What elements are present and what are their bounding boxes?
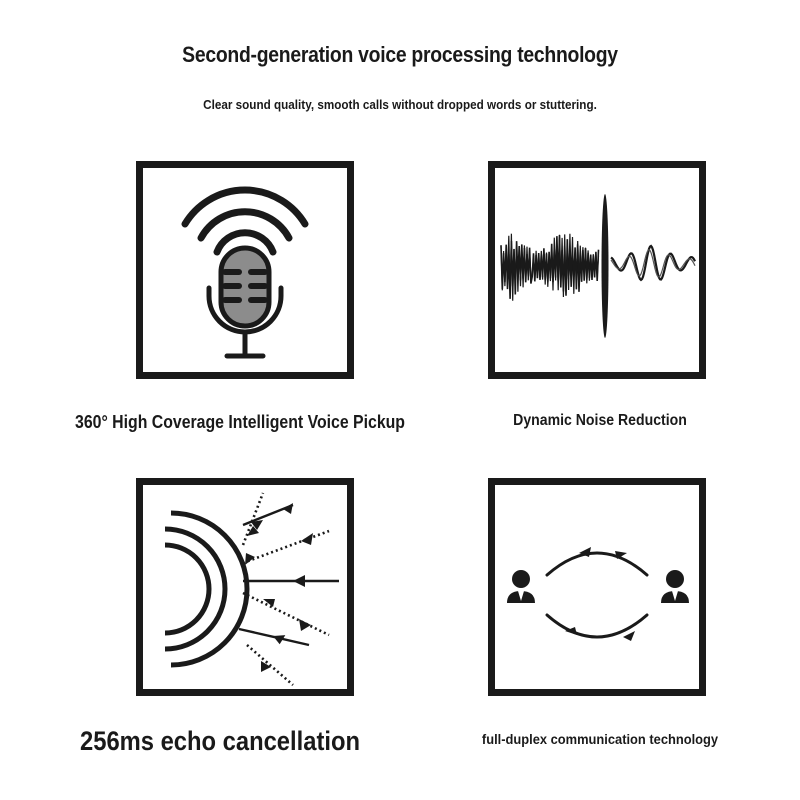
page-title: Second-generation voice processing techn… [182,42,618,67]
two-way-call-icon [507,547,689,641]
feature-panel-echo-cancellation [136,478,354,696]
feature-panel-voice-pickup [136,161,354,379]
feature-label-voice-pickup: 360° High Coverage Intelligent Voice Pic… [75,412,405,432]
feature-label-full-duplex: full-duplex communication technology [481,731,719,747]
feature-panel-noise-reduction [488,161,706,379]
echo-waves-icon [164,492,339,686]
feature-label-echo-cancellation: 256ms echo cancellation [80,726,360,756]
feature-panel-full-duplex [488,478,706,696]
person-right-icon [661,570,689,603]
feature-label-noise-reduction: Dynamic Noise Reduction [513,412,687,429]
person-left-icon [507,570,535,603]
microphone-icon [181,186,309,359]
soundwave-icon [500,194,696,338]
page-subtitle: Clear sound quality, smooth calls withou… [203,97,597,112]
